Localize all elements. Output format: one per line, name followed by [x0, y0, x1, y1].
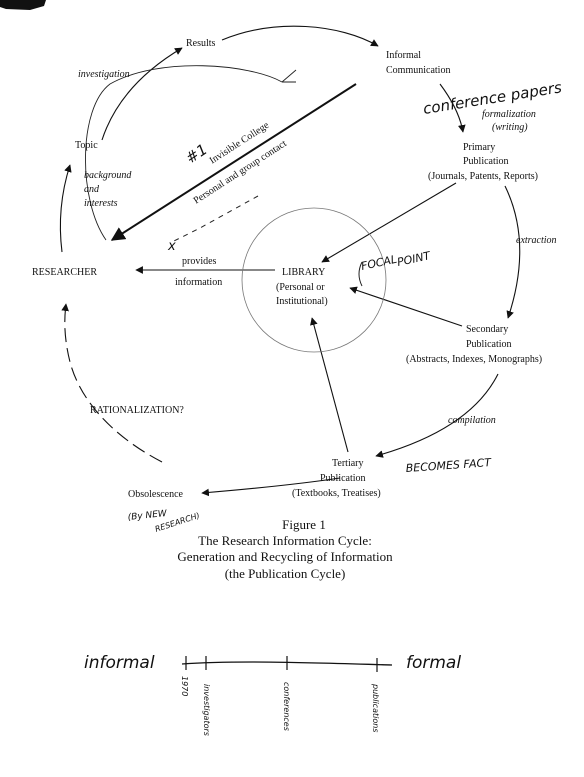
extraction-label: extraction	[516, 235, 557, 246]
timeline-tick-label-publications: publications	[371, 683, 380, 732]
pencil-x: x	[167, 239, 176, 254]
arrow-rationalization	[61, 303, 163, 463]
secondary-label-1: Secondary	[466, 324, 508, 335]
arrow-tertiary-to-library	[310, 317, 349, 453]
results-label: Results	[186, 38, 216, 49]
handwritten-focal: FOCAL	[360, 253, 398, 273]
arrow-invisible-college	[110, 83, 357, 241]
pencil-focal-bracket	[358, 261, 363, 287]
arrow-secondary-to-library	[349, 286, 463, 327]
primary-label-2: Publication	[463, 156, 509, 167]
handwritten-becomes-fact: BECOMES FACT	[405, 456, 492, 475]
secondary-label-2: Publication	[466, 339, 512, 350]
formalization-label: formalization	[482, 109, 536, 120]
arrow-topic-to-results	[101, 47, 183, 141]
handwritten-by-new: (By NEW	[127, 509, 168, 523]
arrow-primary-to-secondary	[504, 185, 521, 319]
timeline-axis	[181, 661, 393, 666]
researcher-label: RESEARCHER	[32, 267, 97, 278]
timeline-tick-label-conferences: conferences	[282, 682, 291, 731]
information-label: information	[175, 277, 222, 288]
timeline-informal-label: informal	[84, 653, 155, 673]
investigation-label: investigation	[78, 69, 130, 80]
tertiary-label-2: Publication	[320, 473, 366, 484]
timeline-tick-label-1970: 1970	[180, 676, 189, 696]
library-label-3: Institutional)	[276, 296, 328, 307]
timeline-tick-label-investigators: investigators	[202, 684, 211, 736]
caption-line-2: The Research Information Cycle:	[198, 533, 372, 548]
tertiary-label-1: Tertiary	[332, 458, 364, 469]
writing-label: (writing)	[492, 122, 528, 133]
handwritten-number-one: #1	[182, 140, 210, 167]
caption-line-3: Generation and Recycling of Information	[177, 549, 393, 564]
provides-label: provides	[182, 256, 217, 267]
scan-blot	[0, 0, 46, 10]
timeline-formal-label: formal	[406, 653, 461, 673]
tertiary-label-3: (Textbooks, Treatises)	[292, 488, 381, 499]
library-circle	[241, 207, 387, 353]
informal-comm-label-2: Communication	[386, 65, 450, 76]
arrow-researcher-to-topic	[59, 164, 72, 253]
pencil-dashed	[171, 195, 259, 243]
pencil-loop	[85, 65, 297, 241]
arrow-secondary-to-tertiary	[375, 373, 499, 458]
obsolescence-label: Obsolescence	[128, 489, 184, 500]
background-label-3: interests	[84, 198, 118, 209]
rationalization-label: RATIONALIZATION?	[90, 405, 184, 416]
arrow-tertiary-to-obsolescence	[201, 477, 341, 497]
informal-comm-label-1: Informal	[386, 50, 421, 61]
secondary-label-3: (Abstracts, Indexes, Monographs)	[406, 354, 542, 365]
arrow-informal-to-primary	[439, 83, 466, 133]
arrow-primary-to-library	[321, 182, 457, 263]
library-label-2: (Personal or	[276, 282, 325, 293]
library-label-1: LIBRARY	[282, 267, 325, 278]
compilation-label: compilation	[448, 415, 496, 426]
caption-line-4: (the Publication Cycle)	[225, 566, 346, 581]
primary-label-1: Primary	[463, 142, 495, 153]
primary-label-3: (Journals, Patents, Reports)	[428, 171, 538, 182]
background-label-1: background	[84, 170, 132, 181]
caption-line-1: Figure 1	[282, 517, 326, 532]
arrow-results-to-informal	[221, 25, 379, 47]
handwritten-point: POINT	[396, 249, 433, 269]
topic-label: Topic	[75, 140, 98, 151]
background-label-2: and	[84, 184, 100, 195]
